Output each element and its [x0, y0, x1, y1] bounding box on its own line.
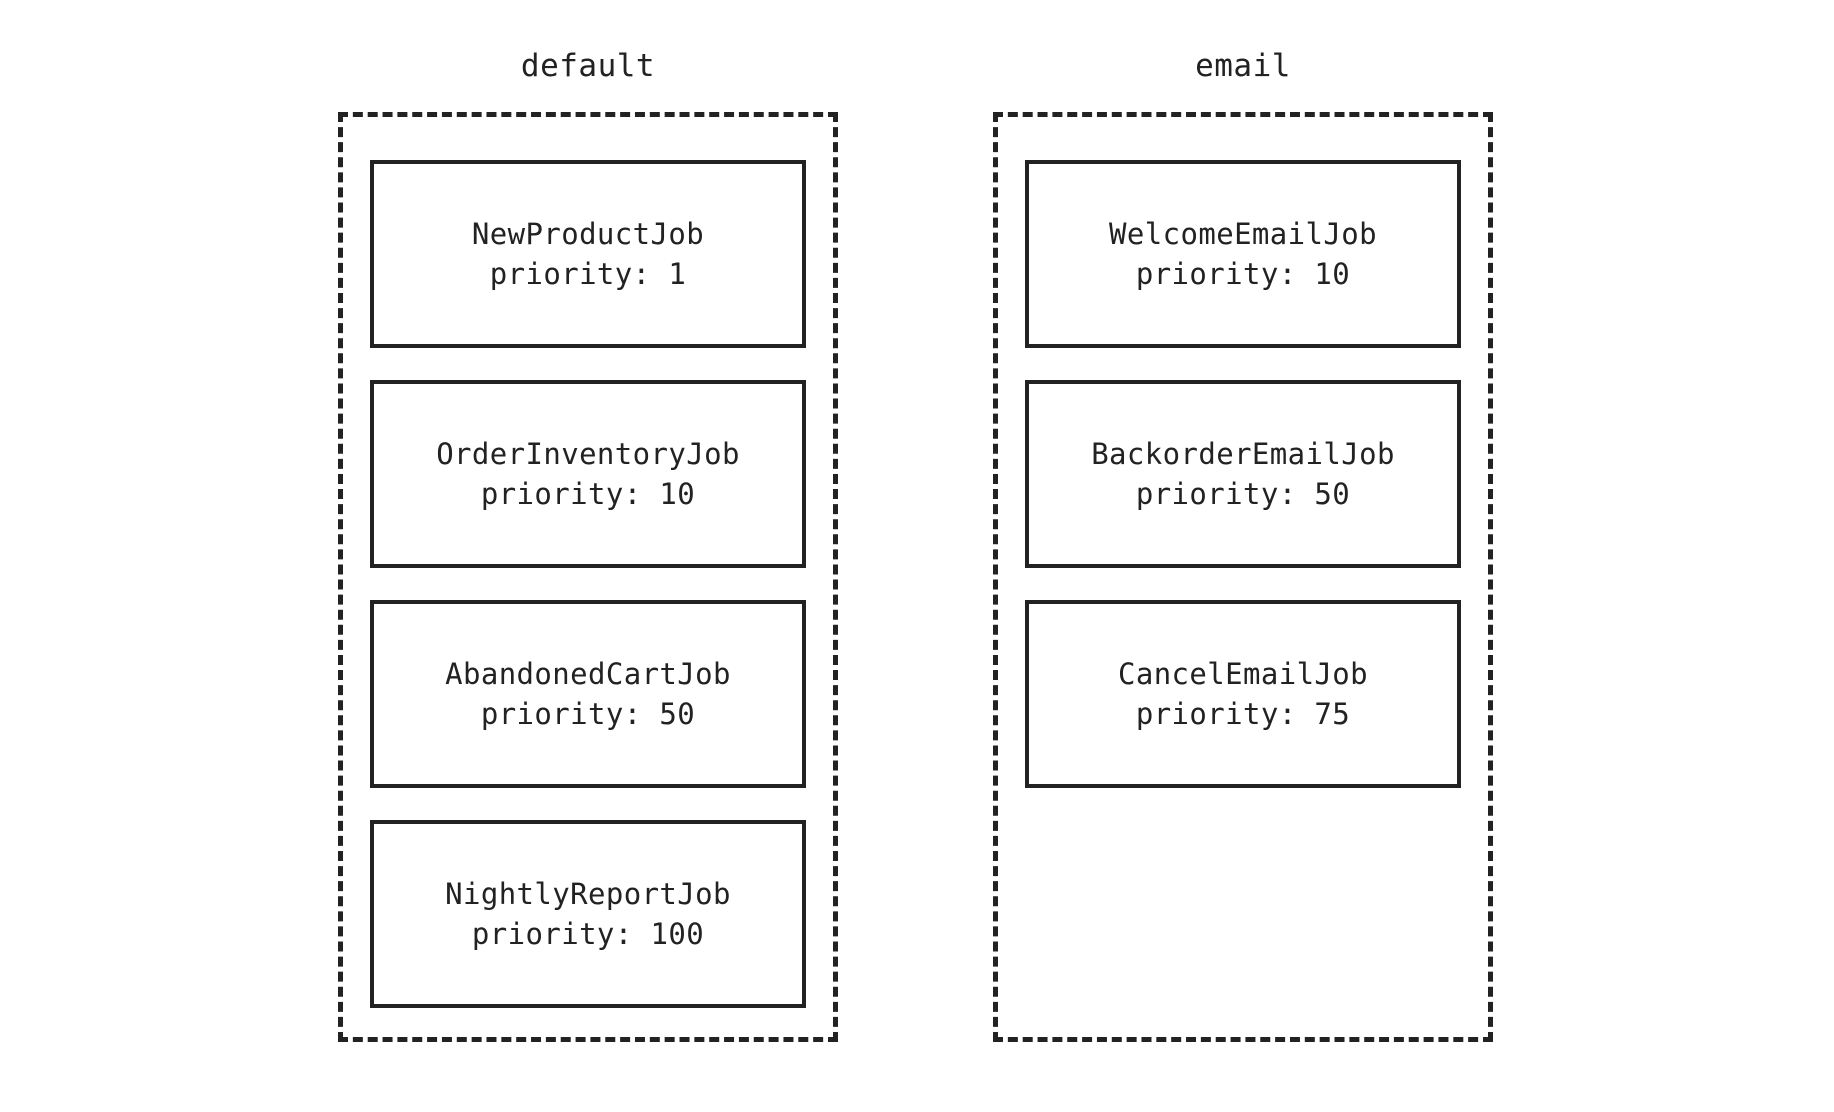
job-priority: priority: 1: [489, 257, 687, 291]
queue-column-default: default NewProductJob priority: 1 OrderI…: [338, 0, 838, 1112]
job-name: WelcomeEmailJob: [1109, 217, 1377, 251]
job-card[interactable]: BackorderEmailJob priority: 50: [1025, 380, 1461, 568]
job-name: NewProductJob: [471, 217, 705, 251]
queue-boundary-email: [993, 112, 1493, 1042]
queue-boundary-default: [338, 112, 838, 1042]
job-name: NightlyReportJob: [445, 877, 731, 911]
job-priority: priority: 50: [480, 697, 696, 731]
job-priority: priority: 10: [1135, 257, 1351, 291]
job-card[interactable]: WelcomeEmailJob priority: 10: [1025, 160, 1461, 348]
job-name: OrderInventoryJob: [436, 437, 740, 471]
job-priority: priority: 50: [1135, 477, 1351, 511]
job-list-default: NewProductJob priority: 1 OrderInventory…: [370, 160, 806, 1008]
job-name: BackorderEmailJob: [1091, 437, 1395, 471]
job-name: CancelEmailJob: [1117, 657, 1369, 691]
queue-title-default: default: [520, 48, 656, 84]
job-card[interactable]: CancelEmailJob priority: 75: [1025, 600, 1461, 788]
job-card[interactable]: OrderInventoryJob priority: 10: [370, 380, 806, 568]
job-list-email: WelcomeEmailJob priority: 10 BackorderEm…: [1025, 160, 1461, 788]
queue-title-email: email: [1195, 48, 1291, 84]
queue-column-email: email WelcomeEmailJob priority: 10 Backo…: [993, 0, 1493, 1112]
job-priority: priority: 10: [480, 477, 696, 511]
job-card[interactable]: NightlyReportJob priority: 100: [370, 820, 806, 1008]
job-card[interactable]: NewProductJob priority: 1: [370, 160, 806, 348]
job-priority: priority: 75: [1135, 697, 1351, 731]
job-card[interactable]: AbandonedCartJob priority: 50: [370, 600, 806, 788]
job-priority: priority: 100: [471, 917, 705, 951]
job-name: AbandonedCartJob: [445, 657, 731, 691]
